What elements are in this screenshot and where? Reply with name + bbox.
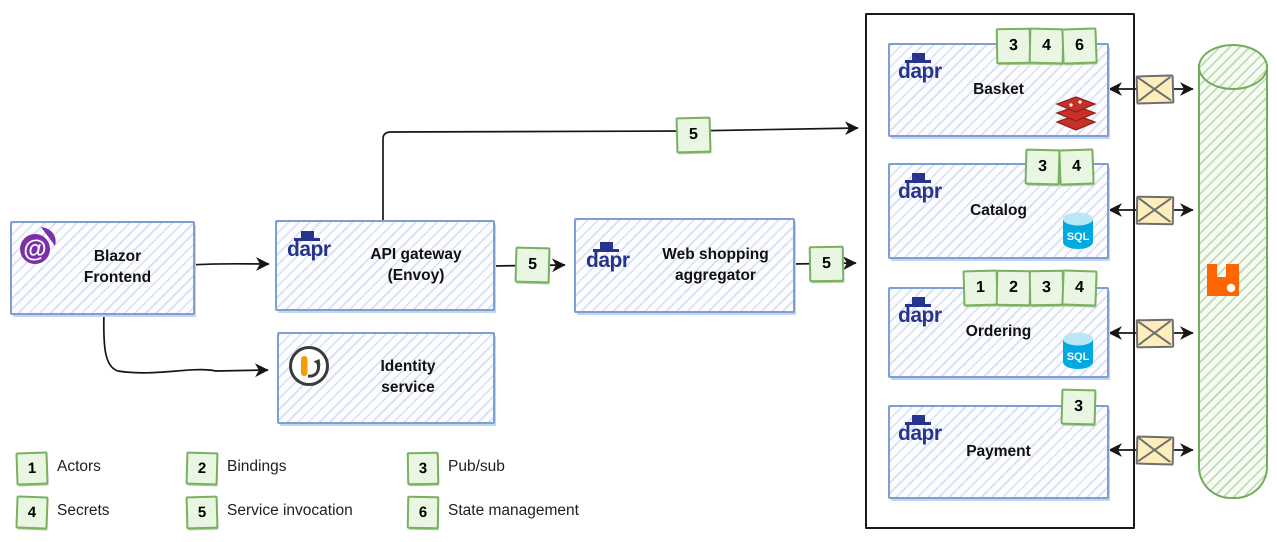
dapr-logo: dapr — [586, 242, 642, 278]
message-envelope-icon — [1135, 74, 1175, 105]
identity-server-icon — [287, 344, 331, 388]
sql-database-icon: SQL — [1059, 208, 1097, 252]
badge-service-invocation: 5 — [675, 116, 712, 154]
svg-text:SQL: SQL — [1067, 351, 1090, 363]
node-label-api-gateway: API gateway (Envoy) — [370, 245, 462, 284]
legend-badge-state-management: 6 — [406, 495, 440, 530]
message-envelope-icon — [1135, 318, 1175, 349]
legend-label-bindings: Bindings — [227, 457, 287, 475]
node-label-aggregator: Web shopping aggregator — [662, 245, 769, 284]
legend-label-pubsub: Pub/sub — [448, 457, 505, 475]
arrow-blazor-to-identity — [102, 311, 269, 378]
legend-badge-secrets: 4 — [15, 495, 49, 530]
basket-badge: 3 — [995, 27, 1032, 65]
legend-badge-service-invocation: 5 — [185, 495, 219, 530]
svg-text:SQL: SQL — [1067, 231, 1090, 243]
dapr-hat-icon — [912, 53, 925, 62]
arrow-blazor-to-gateway — [191, 257, 270, 271]
arrow-gateway-to-container — [382, 121, 859, 220]
node-label-blazor: Blazor Frontend — [83, 248, 152, 286]
dapr-hat-icon — [600, 242, 613, 251]
dapr-logo: dapr — [898, 53, 954, 89]
ordering-badge: 1 — [962, 269, 999, 307]
basket-badge: 6 — [1061, 27, 1098, 65]
node-label-payment: Payment — [966, 442, 1031, 460]
node-api-gateway: dapr API gateway (Envoy) — [275, 220, 495, 311]
legend-label-actors: Actors — [57, 457, 101, 475]
dapr-logo: dapr — [898, 415, 954, 451]
message-envelope-icon — [1135, 195, 1175, 226]
node-label-basket: Basket — [973, 80, 1024, 98]
message-bus-cylinder-top — [1198, 44, 1268, 90]
legend-badge-bindings: 2 — [185, 451, 219, 486]
catalog-badge: 4 — [1058, 148, 1095, 186]
redis-icon — [1053, 94, 1099, 132]
node-identity-service: Identity service — [277, 332, 495, 424]
message-envelope-icon — [1135, 435, 1175, 466]
ordering-badge: 3 — [1028, 269, 1065, 307]
dapr-hat-icon — [912, 415, 925, 424]
node-blazor-frontend: @ Blazor Frontend — [10, 221, 195, 315]
sql-database-icon: SQL — [1059, 328, 1097, 372]
blazor-icon: @ — [18, 226, 60, 268]
svg-text:@: @ — [23, 236, 46, 263]
node-label-ordering: Ordering — [965, 323, 1032, 341]
node-aggregator: dapr Web shopping aggregator — [574, 218, 795, 313]
dapr-logo: dapr — [898, 173, 954, 209]
ordering-badge: 2 — [995, 269, 1032, 307]
legend-label-secrets: Secrets — [57, 501, 110, 519]
payment-badge: 3 — [1060, 388, 1097, 426]
dapr-hat-icon — [301, 231, 314, 240]
ordering-badge: 4 — [1061, 269, 1098, 307]
dapr-hat-icon — [912, 173, 925, 182]
dapr-logo: dapr — [287, 231, 343, 267]
legend-badge-actors: 1 — [15, 451, 49, 486]
legend-badge-pubsub: 3 — [406, 451, 440, 486]
badge-service-invocation: 5 — [808, 245, 845, 283]
node-label-identity: Identity service — [380, 358, 436, 396]
legend-label-service-invocation: Service invocation — [227, 501, 353, 519]
node-label-catalog: Catalog — [970, 201, 1027, 219]
dapr-logo: dapr — [898, 297, 954, 333]
dapr-hat-icon — [912, 297, 925, 306]
catalog-badge: 3 — [1024, 148, 1061, 186]
rabbitmq-icon — [1204, 261, 1242, 299]
badge-service-invocation: 5 — [514, 246, 551, 284]
legend-label-state-management: State management — [448, 501, 579, 519]
basket-badge: 4 — [1028, 27, 1065, 65]
